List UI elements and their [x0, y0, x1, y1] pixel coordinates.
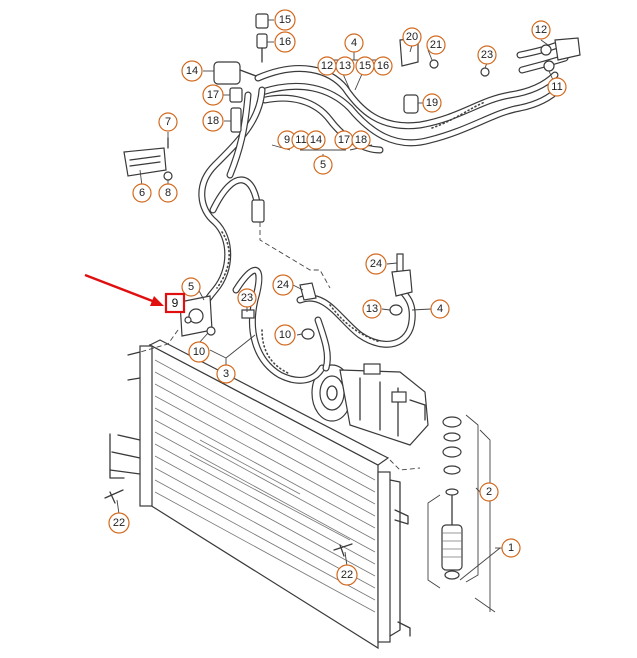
- svg-text:9: 9: [172, 296, 179, 310]
- receiver-drier: [427, 414, 501, 613]
- svg-text:10: 10: [279, 329, 291, 341]
- callout-23-left: 23: [237, 288, 257, 308]
- callout-18-mid: 18: [351, 130, 371, 150]
- svg-text:3: 3: [223, 368, 229, 380]
- callout-16: 16: [274, 31, 296, 53]
- callout-12-right: 12: [531, 20, 551, 40]
- callout-5-mid: 5: [313, 155, 333, 175]
- svg-text:17: 17: [207, 89, 219, 101]
- svg-text:13: 13: [339, 60, 351, 72]
- callout-22-left: 22: [108, 512, 130, 534]
- svg-text:11: 11: [295, 134, 306, 146]
- condenser: [109, 339, 411, 650]
- callout-22-bottom: 22: [336, 564, 358, 586]
- svg-text:24: 24: [277, 279, 289, 291]
- svg-text:11: 11: [551, 81, 562, 93]
- callout-3: 3: [216, 364, 236, 384]
- callout-20: 20: [402, 27, 422, 47]
- callout-12-top: 12: [317, 56, 337, 76]
- svg-text:2: 2: [486, 486, 492, 498]
- callout-8: 8: [158, 183, 178, 203]
- svg-text:22: 22: [341, 569, 353, 581]
- callout-4-top: 4: [344, 33, 364, 53]
- callout-15-top: 15: [355, 56, 375, 76]
- callout-5-left: 5: [181, 277, 201, 297]
- svg-text:5: 5: [188, 281, 194, 293]
- callout-14: 14: [181, 60, 203, 82]
- svg-text:14: 14: [186, 65, 198, 77]
- callout-2: 2: [479, 482, 499, 502]
- callout-4-right: 4: [430, 299, 450, 319]
- svg-text:7: 7: [165, 116, 171, 128]
- callout-13-right: 13: [362, 299, 382, 319]
- svg-text:13: 13: [366, 303, 378, 315]
- svg-text:12: 12: [535, 24, 547, 36]
- svg-text:16: 16: [279, 36, 291, 48]
- svg-text:1: 1: [508, 542, 514, 554]
- callout-14-mid: 14: [306, 130, 326, 150]
- callout-13-top: 13: [335, 56, 355, 76]
- callout-10-left: 10: [188, 341, 210, 363]
- compressor: [311, 363, 429, 446]
- svg-text:22: 22: [113, 517, 125, 529]
- callout-10-right: 10: [274, 324, 296, 346]
- callout-17: 17: [202, 84, 224, 106]
- svg-text:9: 9: [284, 134, 290, 146]
- highlighted-part-9: 9: [164, 292, 186, 314]
- callout-7: 7: [158, 112, 178, 132]
- svg-text:6: 6: [139, 187, 145, 199]
- condenser-fins: [154, 359, 376, 613]
- svg-text:19: 19: [426, 97, 438, 109]
- svg-text:10: 10: [193, 346, 205, 358]
- svg-text:8: 8: [165, 187, 171, 199]
- svg-text:21: 21: [430, 39, 442, 51]
- callout-23-top: 23: [477, 45, 497, 65]
- svg-text:4: 4: [351, 37, 357, 49]
- svg-text:23: 23: [481, 49, 493, 61]
- highlight-arrow: [84, 273, 164, 306]
- callout-17-mid: 17: [334, 130, 354, 150]
- callout-6: 6: [132, 183, 152, 203]
- svg-text:5: 5: [320, 159, 326, 171]
- callout-11-right: 11: [547, 77, 567, 97]
- callout-1: 1: [501, 538, 521, 558]
- callout-24-right: 24: [365, 253, 387, 275]
- svg-text:18: 18: [207, 115, 219, 127]
- svg-text:14: 14: [310, 134, 322, 146]
- callout-15: 15: [274, 9, 296, 31]
- svg-text:18: 18: [355, 134, 367, 146]
- svg-text:12: 12: [321, 60, 333, 72]
- svg-text:20: 20: [406, 31, 418, 43]
- callout-16-top: 16: [373, 56, 393, 76]
- svg-text:4: 4: [437, 303, 443, 315]
- svg-text:16: 16: [377, 60, 389, 72]
- callout-24-left: 24: [272, 274, 294, 296]
- callout-18: 18: [202, 110, 224, 132]
- callout-21: 21: [426, 35, 446, 55]
- svg-text:17: 17: [338, 134, 350, 146]
- svg-text:23: 23: [241, 292, 253, 304]
- callout-19: 19: [422, 93, 442, 113]
- svg-text:24: 24: [370, 258, 382, 270]
- svg-text:15: 15: [279, 14, 291, 26]
- svg-text:15: 15: [359, 60, 371, 72]
